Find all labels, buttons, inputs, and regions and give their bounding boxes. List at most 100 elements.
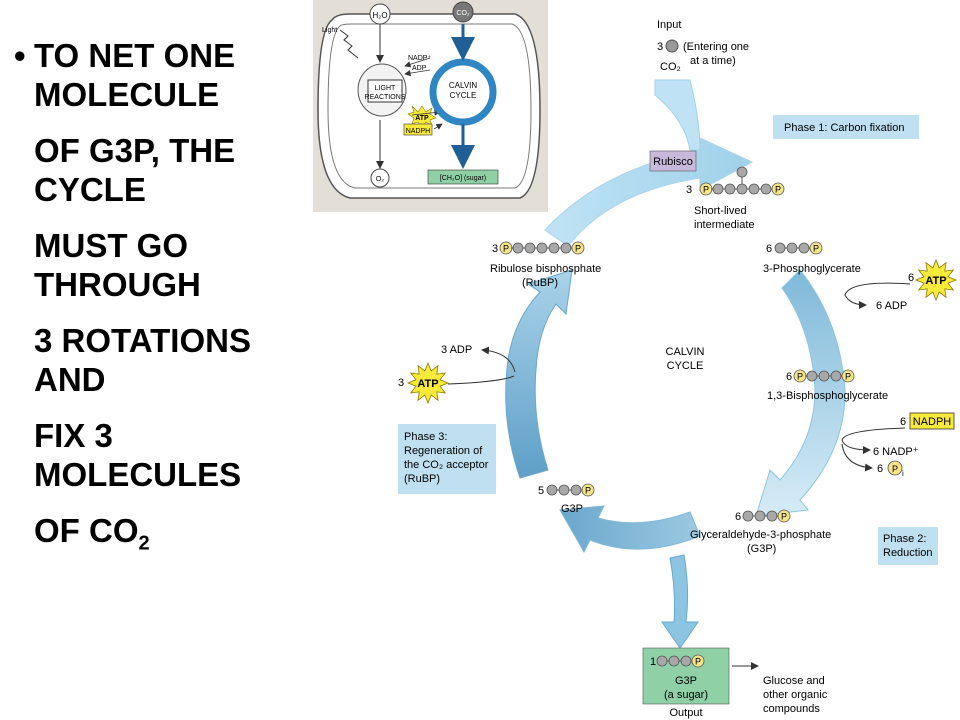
bullet-line-2: MOLECULE: [34, 76, 220, 113]
intermediate-count: 3: [686, 184, 692, 196]
arrow-bottom: [559, 505, 701, 554]
carbon-mark: [742, 510, 754, 522]
center-label-1: CALVIN: [666, 346, 705, 358]
input-desc-2: at a time): [690, 55, 736, 67]
inset-sugar: [CH₂O] (sugar): [440, 175, 486, 182]
carbon-mark: [736, 183, 748, 195]
phosphate-mark: [571, 241, 585, 255]
output-label: Output: [669, 707, 702, 719]
carbon-mark: [570, 484, 582, 496]
out-count: 1: [650, 656, 656, 668]
carbon-mark: [830, 370, 842, 382]
inset-o2: O₂: [376, 176, 384, 183]
pga-count: 6: [766, 243, 772, 255]
carbon-mark: [680, 655, 692, 667]
glucose-label-3: compounds: [763, 703, 820, 715]
carbon-mark: [512, 242, 524, 254]
phosphate-label: P: [813, 244, 819, 254]
co2-molecule: [665, 39, 679, 53]
arrow-left: [505, 269, 573, 479]
inset-light-reactions-2: REACTIONS: [365, 94, 406, 101]
bullet-marker: •: [14, 37, 26, 74]
phase3-label-2: Regeneration of: [404, 445, 483, 457]
inset-adp: ADP: [412, 65, 427, 72]
chloroplast-inset: H₂O CO₂ Light LIGHT REACTIONS O₂ NADP⁺ A…: [313, 0, 548, 212]
adp3-label: 3 ADP: [441, 344, 472, 356]
atp-star-shape: [914, 258, 958, 302]
carbon-mark: [546, 484, 558, 496]
phosphate-label: P: [781, 512, 787, 522]
carbon-mark: [754, 510, 766, 522]
pi-phosphate: [887, 460, 903, 476]
pga-label: 3-Phosphoglycerate: [763, 263, 861, 275]
intermediate-label-1: Short-lived: [694, 205, 747, 217]
arrow-fixation-in: [654, 79, 701, 151]
phosphate-mark: [809, 241, 823, 255]
carbon-mark: [818, 370, 830, 382]
carbon-mark: [724, 183, 736, 195]
adp-out-label: 6 ADP: [876, 300, 907, 312]
atp3-count: 3: [398, 377, 404, 389]
phosphate-mark: [581, 483, 595, 497]
g3p6-label-2: (G3P): [747, 543, 776, 555]
carbon-mark: [806, 370, 818, 382]
atp-in-count: 6: [908, 272, 914, 284]
inset-nadph: NADPH: [406, 128, 431, 135]
bullet-line-4: CYCLE: [34, 171, 146, 208]
inset-h2o: H₂O: [372, 11, 387, 20]
bullet-line-6: THROUGH: [34, 266, 201, 303]
inset-nadp: NADP⁺: [408, 55, 431, 62]
inset-calvin-2: CYCLE: [450, 91, 477, 100]
carbon-mark: [766, 510, 778, 522]
carbon-mark: [774, 242, 786, 254]
bullet-line-5: MUST GO: [34, 227, 188, 264]
input-title: Input: [657, 19, 681, 31]
phosphate-mark: [691, 654, 705, 668]
rubp-label-1: Ribulose bisphosphate: [490, 263, 601, 275]
arrow-top: [544, 137, 754, 247]
bullet-line-9: FIX 3: [34, 417, 113, 454]
pi-p: P: [892, 464, 898, 474]
g3p6-chain: P: [742, 509, 791, 523]
phase3-label-3: the CO₂ acceptor: [404, 459, 489, 471]
inset-calvin-1: CALVIN: [449, 81, 478, 90]
inset-co2: CO₂: [456, 10, 470, 17]
phosphate-label: P: [775, 185, 781, 195]
carbon-mark: [536, 242, 548, 254]
inset-light: Light: [322, 27, 337, 34]
bpg-label: 1,3-Bisphosphoglycerate: [767, 390, 888, 402]
inset-light-reactions-1: LIGHT: [375, 85, 396, 92]
bullet-line-7: 3 ROTATIONS: [34, 322, 251, 359]
center-label-2: CYCLE: [667, 360, 704, 372]
phosphate-label: P: [575, 244, 581, 254]
bpg-count: 6: [786, 371, 792, 383]
phase2-label-2: Reduction: [883, 547, 933, 559]
g3p5-count: 5: [538, 485, 544, 497]
pga-chain: P: [774, 241, 823, 255]
bullet-text: •TO NET ONE MOLECULE OF G3P, THE CYCLE M…: [14, 36, 314, 581]
carbon-mark: [786, 242, 798, 254]
phosphate-label: P: [703, 185, 709, 195]
carbon-mark: [798, 242, 810, 254]
atp-star-right: ATP: [914, 258, 958, 302]
nadph-label: NADPH: [913, 416, 952, 428]
input-desc-1: (Entering one: [683, 41, 749, 53]
atp-star-left: ATP: [406, 361, 450, 405]
bullet-line-1: •TO NET ONE: [14, 37, 236, 74]
bullet-line-11: OF CO2: [34, 512, 150, 555]
rubp-count: 3: [492, 243, 498, 255]
phase1-label: Phase 1: Carbon fixation: [784, 122, 904, 134]
inset-atp: ATP: [415, 115, 429, 122]
carbon-mark: [560, 242, 572, 254]
intermediate-label-2: intermediate: [694, 219, 755, 231]
nadp-out-label: 6 NADP⁺: [873, 446, 919, 458]
rubisco-label: Rubisco: [653, 156, 693, 168]
phosphate-label: P: [695, 657, 701, 667]
carbon-mark: [656, 655, 668, 667]
out-chain: P: [656, 654, 705, 668]
phosphate-mark: [777, 509, 791, 523]
cycle-arrows: [505, 79, 846, 649]
